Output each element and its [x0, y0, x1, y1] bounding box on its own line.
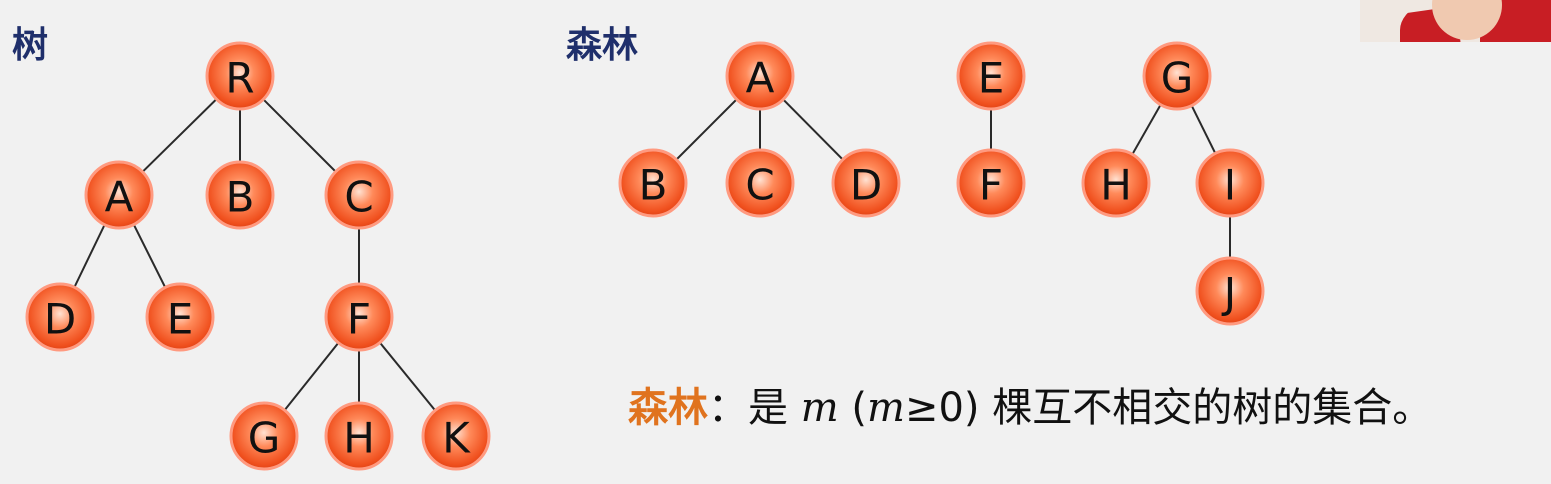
tree-node-F: F: [324, 282, 394, 352]
tree-node-circle-B: [205, 160, 275, 230]
tree-node-circle-H: [324, 401, 394, 471]
tree-node-circle-A: [84, 160, 154, 230]
forest-tree3-node-label-H: H: [1100, 161, 1132, 210]
definition-text-after: 棵互不相交的树的集合。: [992, 385, 1433, 431]
tree-node-label-D: D: [44, 295, 76, 344]
forest-tree1-node-C: C: [725, 148, 795, 218]
tree-node-circle-D: [25, 282, 95, 352]
tree-node-label-K: K: [442, 414, 471, 463]
forest-tree3-node-label-J: J: [1221, 269, 1236, 318]
tree-node-label-C: C: [344, 173, 373, 222]
tree-node-E: E: [145, 282, 215, 352]
forest-tree1-node-circle-A: [725, 41, 795, 111]
forest-tree1-node-circle-C: [725, 148, 795, 218]
forest-tree1-node-circle-B: [618, 148, 688, 218]
tree-node-label-G: G: [248, 414, 281, 463]
forest-tree1-node-label-C: C: [745, 161, 774, 210]
nodes-layer: R A B C D E F G H K A B C D E F G H I J: [25, 41, 1265, 471]
tree-node-label-A: A: [105, 173, 134, 222]
tree-node-label-E: E: [167, 295, 194, 344]
tree-node-G: G: [229, 401, 299, 471]
forest-tree3-node-J: J: [1195, 256, 1265, 326]
forest-tree1-node-label-A: A: [746, 54, 775, 103]
tree-node-K: K: [421, 401, 491, 471]
definition-paren-open: (: [838, 385, 867, 431]
definition-colon: ：: [708, 385, 748, 431]
forest-tree2-node-circle-F: [956, 148, 1026, 218]
forest-definition: 森林：是 m (m≥0) 棵互不相交的树的集合。: [628, 388, 1432, 428]
definition-condition: ≥0): [904, 385, 993, 431]
tree-node-label-F: F: [347, 295, 371, 344]
forest-tree2-node-F: F: [956, 148, 1026, 218]
tree-node-B: B: [205, 160, 275, 230]
forest-tree1-node-circle-D: [831, 148, 901, 218]
tree-node-circle-F: [324, 282, 394, 352]
tree-node-A: A: [84, 160, 154, 230]
forest-tree1-node-D: D: [831, 148, 901, 218]
forest-tree3-node-circle-I: [1195, 148, 1265, 218]
tree-node-circle-R: [205, 41, 275, 111]
tree-section-title: 树: [12, 25, 49, 66]
tree-node-R: R: [205, 41, 275, 111]
forest-tree1-node-label-B: B: [639, 161, 668, 210]
tree-node-label-B: B: [226, 173, 255, 222]
forest-tree1-node-A: A: [725, 41, 795, 111]
forest-tree3-node-G: G: [1142, 41, 1212, 111]
forest-tree3-node-label-I: I: [1224, 161, 1236, 210]
forest-tree1-node-label-D: D: [850, 161, 882, 210]
presenter-webcam-thumbnail: [1360, 0, 1551, 42]
forest-tree3-node-I: I: [1195, 148, 1265, 218]
definition-text-before: 是: [748, 385, 801, 431]
definition-var-m2: m: [866, 385, 905, 431]
tree-node-circle-C: [324, 160, 394, 230]
forest-tree2-node-E: E: [956, 41, 1026, 111]
tree-node-label-R: R: [225, 54, 254, 103]
forest-tree3-node-label-G: G: [1161, 54, 1194, 103]
forest-tree2-node-label-E: E: [978, 54, 1005, 103]
forest-tree3-node-circle-J: [1195, 256, 1265, 326]
edges-layer: [59, 75, 1231, 437]
forest-tree2-node-label-F: F: [979, 161, 1003, 210]
definition-var-m: m: [800, 385, 839, 431]
tree-node-H: H: [324, 401, 394, 471]
tree-node-circle-G: [229, 401, 299, 471]
forest-tree3-node-circle-H: [1081, 148, 1151, 218]
tree-node-C: C: [324, 160, 394, 230]
definition-term: 森林: [628, 385, 708, 431]
tree-node-label-H: H: [343, 414, 375, 463]
tree-node-circle-K: [421, 401, 491, 471]
forest-tree1-node-B: B: [618, 148, 688, 218]
tree-node-D: D: [25, 282, 95, 352]
tree-node-circle-E: [145, 282, 215, 352]
forest-tree2-node-circle-E: [956, 41, 1026, 111]
forest-section-title: 森林: [566, 25, 639, 66]
forest-tree3-node-circle-G: [1142, 41, 1212, 111]
forest-tree3-node-H: H: [1081, 148, 1151, 218]
